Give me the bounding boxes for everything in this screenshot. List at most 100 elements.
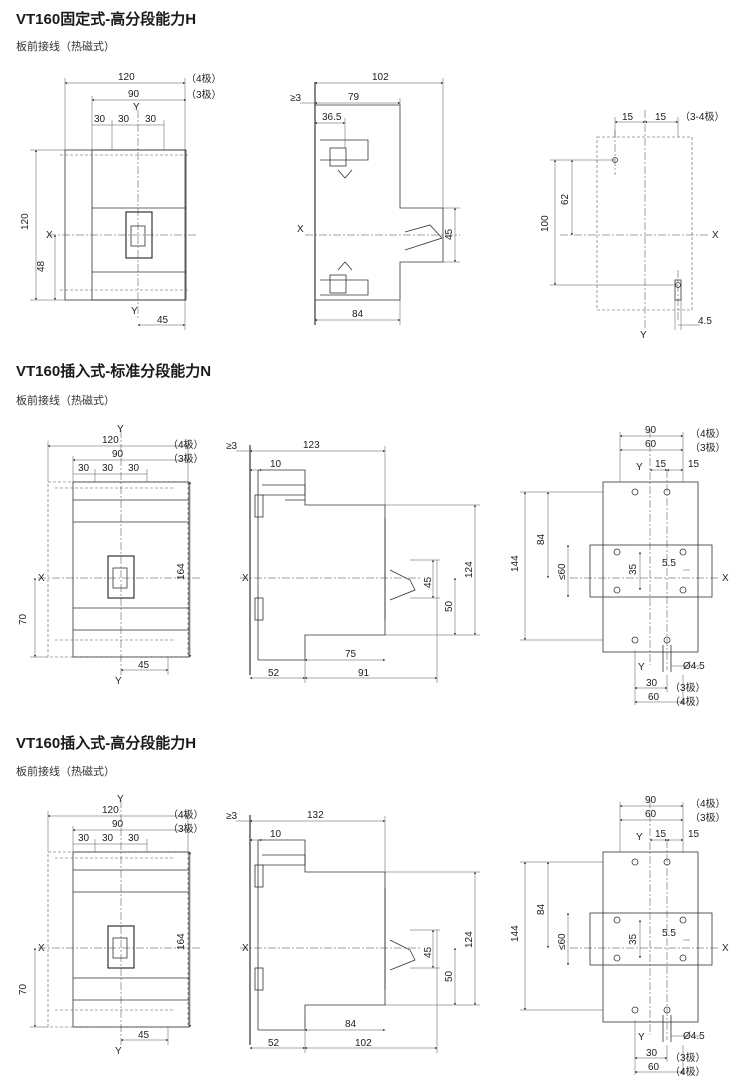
- s3-panel-bot-poles4: （4极）: [670, 1065, 706, 1078]
- s2-panel-dim-le60: ≤60: [557, 563, 568, 580]
- s2-front-dim-70: 70: [18, 613, 29, 625]
- s2-panel-poles3: （3极）: [690, 441, 726, 454]
- s1-side-view: 102 ≥3 79 36.5 X 45 84: [290, 72, 460, 325]
- s1-panel-dim-15a: 15: [622, 112, 634, 123]
- s2-panel-dim-144: 144: [510, 555, 521, 572]
- s3-front-dim-30c: 30: [128, 833, 140, 844]
- s2-side-view: ≥3 123 10 X 45 124 50 75 52 91: [226, 440, 480, 683]
- s2-panel-dim-15b: 15: [688, 459, 700, 470]
- s3-panel-dim-d45: Ø4.5: [683, 1031, 705, 1042]
- s1-panel-y: Y: [640, 330, 647, 341]
- s3-side-x: X: [242, 943, 249, 954]
- section-subtitle-2: 板前接线（热磁式）: [16, 395, 115, 407]
- s1-front-dim-30c: 30: [145, 114, 157, 125]
- s3-panel-x: X: [722, 943, 729, 954]
- s1-front-view: 120 90 30 30 30 （4极） （3极） Y 120 X 48 Y 4…: [20, 72, 222, 330]
- section-subtitle-1: 板前接线（热磁式）: [16, 41, 115, 53]
- s3-panel-dim-90: 90: [645, 795, 657, 806]
- s2-panel-dim-84: 84: [536, 533, 547, 545]
- s3-panel-bot-poles3: （3极）: [670, 1051, 706, 1064]
- s2-side-x: X: [242, 573, 249, 584]
- s3-panel-dim-144: 144: [510, 925, 521, 942]
- s3-front-dim-70: 70: [18, 983, 29, 995]
- s3-front-x: X: [38, 943, 45, 954]
- s1-front-dim-120: 120: [118, 72, 135, 83]
- s3-front-dim-30a: 30: [78, 833, 90, 844]
- s3-side-dim-124: 124: [464, 931, 475, 948]
- s2-panel-bot-poles3: （3极）: [670, 681, 706, 694]
- s3-front-dim-90: 90: [112, 819, 124, 830]
- s2-front-x: X: [38, 573, 45, 584]
- s2-panel-y-bot: Y: [638, 662, 645, 673]
- s2-front-view: Y 120 90 30 30 30 （4极） （3极） 164 X 70 Y 4…: [18, 424, 204, 687]
- s2-side-ge3: ≥3: [226, 441, 237, 452]
- s2-panel-dim-35: 35: [628, 563, 639, 575]
- s3-panel-dim-55: 5.5: [662, 928, 676, 939]
- s3-front-poles4: （4极）: [168, 808, 204, 821]
- s1-panel-dim-62: 62: [560, 193, 571, 205]
- s2-panel-dim-b60: 60: [648, 692, 660, 703]
- s3-front-dim-120: 120: [102, 805, 119, 816]
- s1-panel-cutout: 15 15 （3-4极） 100 62 X Y 4.5: [540, 110, 724, 341]
- s1-front-dim-30b: 30: [118, 114, 130, 125]
- s1-panel-dim-100: 100: [540, 215, 551, 232]
- section-subtitle-3: 板前接线（热磁式）: [16, 766, 115, 778]
- s2-panel-dim-55: 5.5: [662, 558, 676, 569]
- s3-panel-y-top: Y: [636, 832, 643, 843]
- s1-front-dim-48: 48: [36, 260, 47, 272]
- s1-front-poles4: （4极）: [186, 72, 222, 85]
- s3-front-dim-45: 45: [138, 1030, 150, 1041]
- s2-front-poles3: （3极）: [168, 452, 204, 465]
- s3-panel-dim-b60: 60: [648, 1062, 660, 1073]
- s3-panel-dim-b30: 30: [646, 1048, 658, 1059]
- s2-front-dim-45: 45: [138, 660, 150, 671]
- s3-side-dim-50: 50: [444, 970, 455, 982]
- s3-side-ge3: ≥3: [226, 811, 237, 822]
- s3-front-dim-164: 164: [176, 933, 187, 950]
- s1-front-dim-45: 45: [157, 315, 169, 326]
- s2-front-dim-120: 120: [102, 435, 119, 446]
- s3-panel-cutout: 90 60 （4极） （3极） Y 15 15 144 84 ≤60 35 5.…: [510, 795, 729, 1078]
- s3-front-y-top: Y: [117, 794, 124, 805]
- s3-front-y-bot: Y: [115, 1046, 122, 1057]
- s3-side-dim-45: 45: [423, 946, 434, 958]
- s2-side-dim-50: 50: [444, 600, 455, 612]
- s1-side-dim-365: 36.5: [322, 112, 342, 123]
- s2-panel-poles4: （4极）: [690, 427, 726, 440]
- s3-side-dim-132: 132: [307, 810, 324, 821]
- s3-front-view: Y 120 90 30 30 30 （4极） （3极） 164 X 70 Y 4…: [18, 794, 204, 1057]
- s2-panel-dim-b30: 30: [646, 678, 658, 689]
- s2-side-dim-75: 75: [345, 649, 357, 660]
- s2-front-dim-164: 164: [176, 563, 187, 580]
- s3-panel-dim-60: 60: [645, 809, 657, 820]
- s2-panel-cutout: 90 60 （4极） （3极） Y 15 15 144 84 ≤60 35 5.…: [510, 425, 729, 708]
- s1-front-y-bot: Y: [131, 306, 138, 317]
- s3-side-dim-102: 102: [355, 1038, 372, 1049]
- s3-panel-dim-le60: ≤60: [557, 933, 568, 950]
- s2-side-dim-45: 45: [423, 576, 434, 588]
- s2-front-dim-30c: 30: [128, 463, 140, 474]
- s1-front-dim-90: 90: [128, 89, 140, 100]
- s1-front-y-top: Y: [133, 102, 140, 113]
- s1-front-dim-30a: 30: [94, 114, 106, 125]
- section-title-2: VT160插入式-标准分段能力N: [16, 363, 212, 380]
- s1-front-poles3: （3极）: [186, 88, 222, 101]
- s1-side-dim-79: 79: [348, 92, 360, 103]
- s2-panel-y-top: Y: [636, 462, 643, 473]
- s3-front-poles3: （3极）: [168, 822, 204, 835]
- s2-front-y-top: Y: [117, 424, 124, 435]
- s2-panel-bot-poles4: （4极）: [670, 695, 706, 708]
- s3-panel-dim-35: 35: [628, 933, 639, 945]
- s2-panel-dim-d45: Ø4.5: [683, 661, 705, 672]
- s3-panel-dim-84: 84: [536, 903, 547, 915]
- section-title-1: VT160固定式-高分段能力H: [16, 11, 197, 28]
- s2-front-dim-30a: 30: [78, 463, 90, 474]
- s1-panel-dim-15b: 15: [655, 112, 667, 123]
- s2-side-dim-124: 124: [464, 561, 475, 578]
- s1-side-x: X: [297, 224, 304, 235]
- s2-front-dim-90: 90: [112, 449, 124, 460]
- s2-front-poles4: （4极）: [168, 438, 204, 451]
- s2-panel-dim-60: 60: [645, 439, 657, 450]
- s2-panel-x: X: [722, 573, 729, 584]
